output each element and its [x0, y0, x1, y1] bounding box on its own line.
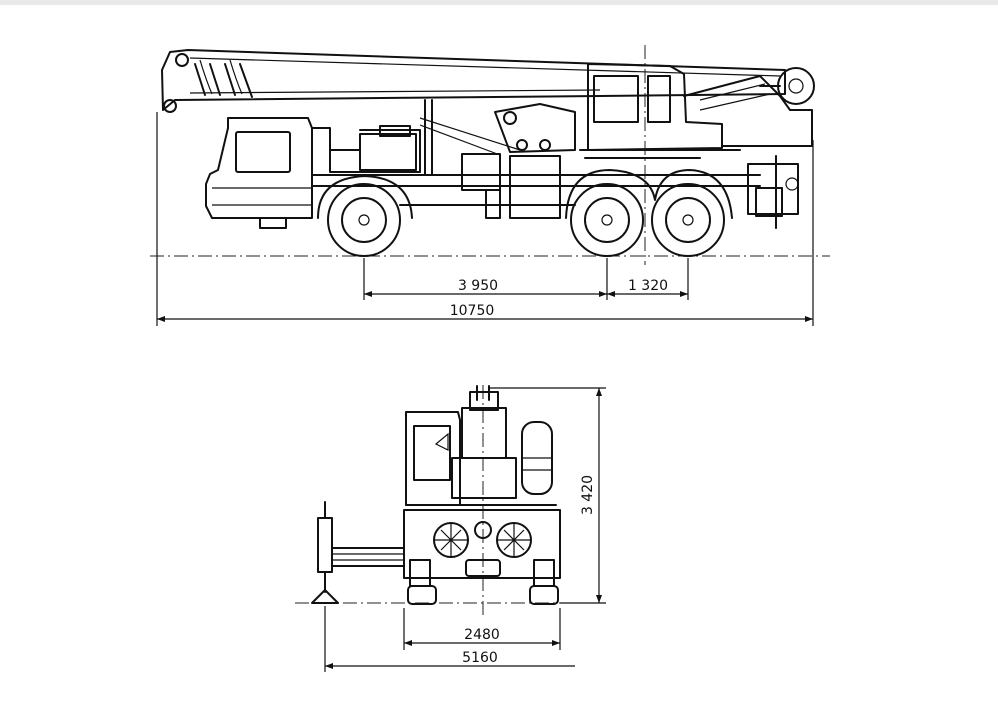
- wheels: [327, 183, 725, 257]
- boom: [161, 49, 815, 176]
- side-view: 3 950 1 320 10750: [150, 45, 830, 326]
- wheelbase-rear-label: 1 320: [628, 278, 668, 294]
- side-dimensions: 3 950 1 320 10750: [156, 112, 814, 326]
- carrier-chassis: [311, 125, 799, 229]
- carrier-cab: [205, 117, 313, 229]
- track-width-label: 2480: [464, 627, 500, 643]
- rear-dimensions: 3 420 2480 5160: [324, 387, 606, 672]
- top-border: [0, 0, 998, 5]
- wheelbase-front-label: 3 950: [458, 278, 498, 294]
- overall-length-label: 10750: [450, 303, 495, 319]
- rear-superstructure: [405, 385, 557, 506]
- height-label: 3 420: [580, 475, 596, 515]
- superstructure-cab: [579, 63, 813, 159]
- rear-carrier: [311, 501, 561, 605]
- rear-view: 3 420 2480 5160: [295, 385, 606, 672]
- outrigger-span-label: 5160: [462, 650, 498, 666]
